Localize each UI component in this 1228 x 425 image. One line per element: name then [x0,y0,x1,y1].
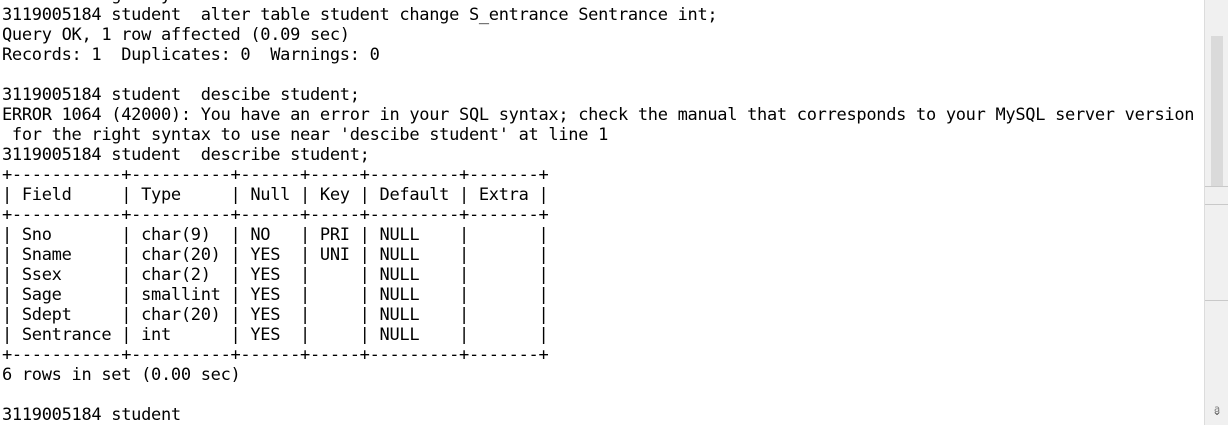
console-line: ERROR 1064 (42000): You have an error in… [2,105,1195,125]
console-line: | Ssex | char(2) | YES | | NULL | | [2,265,549,285]
console-line: +-----------+----------+------+-----+---… [2,345,549,365]
console-line: 3119005184 student descibe student; [2,85,360,105]
console-line: for the right syntax to use near '' at l… [2,0,459,5]
console-line: 6 rows in set (0.00 sec) [2,365,241,385]
console-line: +-----------+----------+------+-----+---… [2,205,549,225]
scrollbar-divider [1205,204,1228,205]
scrollbar-divider [1205,186,1228,187]
console-line: for the right syntax to use near 'descib… [2,125,609,145]
console-line: | Sdept | char(20) | YES | | NULL | | [2,305,549,325]
console-line: +-----------+----------+------+-----+---… [2,165,549,185]
scroll-down-arrow-icon[interactable]: ⌄ [1211,404,1223,418]
console-line: 3119005184 student describe student; [2,145,370,165]
scrollbar-thumb[interactable] [1211,36,1223,186]
corner-glyph: a [1214,404,1221,415]
console-line: Records: 1 Duplicates: 0 Warnings: 0 [2,45,380,65]
console-line: 3119005184 student [2,405,181,425]
scrollbar-divider [1205,300,1228,301]
console-line: | Sname | char(20) | YES | UNI | NULL | … [2,245,549,265]
console-line: | Sentrance | int | YES | | NULL | | [2,325,549,345]
console-line: Query OK, 1 row affected (0.09 sec) [2,25,350,45]
vertical-scrollbar[interactable]: ⌄ [1204,0,1228,425]
console-line: 3119005184 student alter table student c… [2,5,718,25]
console-line: | Field | Type | Null | Key | Default | … [2,185,549,205]
console-line: | Sno | char(9) | NO | PRI | NULL | | [2,225,549,245]
console-line: | Sage | smallint | YES | | NULL | | [2,285,549,305]
